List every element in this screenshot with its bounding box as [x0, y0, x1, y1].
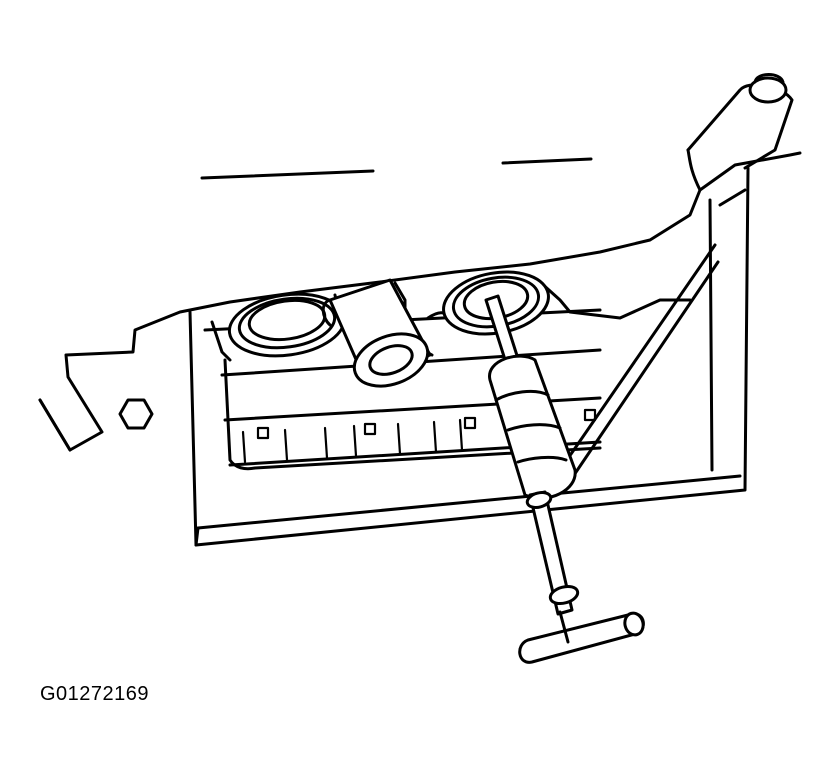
hex-nut	[118, 398, 154, 430]
plug-tube	[321, 278, 432, 388]
strut-tower	[686, 73, 794, 192]
figure-code: G01272169	[40, 683, 150, 705]
hood-edge-dashes	[200, 157, 593, 180]
left-bracket-tab	[38, 398, 72, 452]
head-bolt-bosses	[241, 408, 597, 464]
cylinder-head-frame	[188, 166, 750, 547]
support-rod	[558, 243, 720, 480]
body-panel-outline	[38, 151, 802, 452]
slide-hammer-tool	[484, 294, 645, 664]
